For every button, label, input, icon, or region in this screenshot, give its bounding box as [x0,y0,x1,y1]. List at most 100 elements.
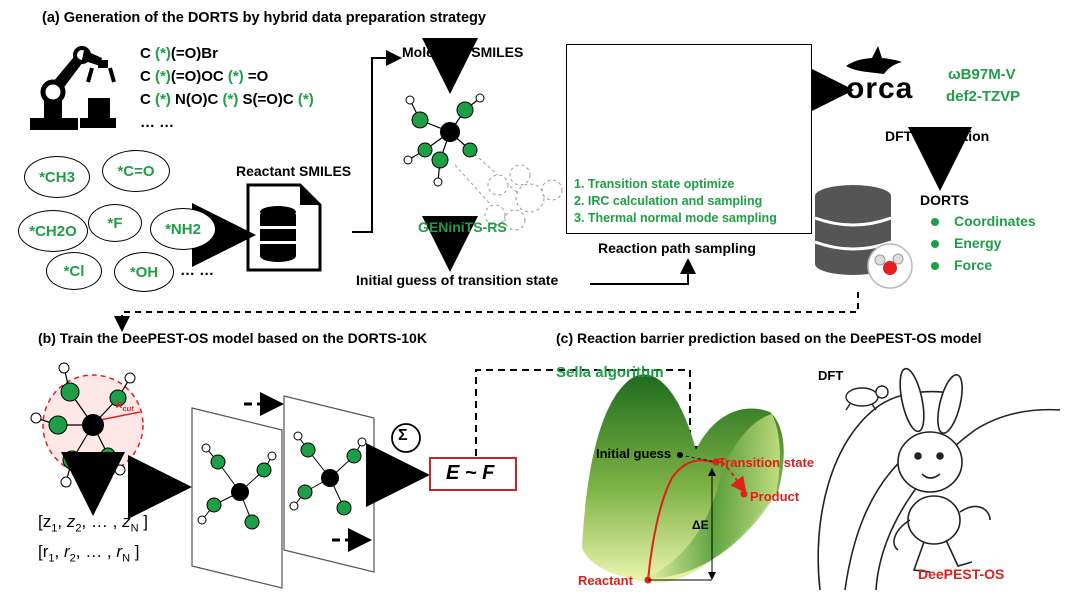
dorts-database-icon [814,185,913,289]
transition-state-dot [712,458,720,466]
molecular-smiles-label: Molecular SMILES [402,44,524,60]
fragment-oh: *OH [114,252,174,292]
ef-label: E ~ F [446,462,495,484]
fragment-label: *C=O [117,162,155,180]
panel-c-title: (c) Reaction barrier prediction based on… [556,330,982,346]
transition-state-label: Transition state [718,455,815,470]
sampling-step-1: 1. Transition state optimize [574,177,735,191]
smiles-text: S(=O)C [238,91,298,108]
initial-guess-dot [677,452,683,458]
sampling-steps: 1. Transition state optimize 2. IRC calc… [574,176,777,227]
sampling-step-2: 2. IRC calculation and sampling [574,194,763,208]
fragment-f: *F [88,204,142,242]
fragment-label: *OH [129,263,159,281]
ef-box [429,457,517,491]
fragment-label: *NH2 [165,220,201,238]
smiles-line-3: C (*) N(O)C (*) S(=O)C (*) [140,88,314,111]
xtb-x-label: x [591,66,598,78]
cutoff-sphere [30,362,144,488]
fragment-label: *CH2O [29,222,77,240]
initial-guess-label: Initial guess of transition state [356,272,559,288]
path-to-product [721,461,747,494]
fragment-ch3: *CH3 [24,156,90,198]
reaction-path-sampling-label: Reaction path sampling [598,240,756,256]
robot-arm-icon [30,46,116,130]
arrow-ef-to-surface [475,369,698,462]
smiles-wildcard: (*) [155,68,171,85]
reactant-label: Reactant [578,573,633,588]
initial-guess-point-label: Initial guess [596,446,672,461]
fragment-cl: *Cl [46,252,102,290]
smiles-text: N(O)C [170,91,223,108]
r-vector-open: [r [38,542,49,561]
dft-calculation-label: DFT calculation [885,128,990,144]
delta-e-label: ΔE [692,518,709,532]
functional-label: ωB97M-V [948,66,1016,83]
rcut-r: R [116,400,123,410]
smiles-line-2: C (*)(=O)OC (*) =O [140,65,314,88]
sella-label: Sella algorithm [556,364,664,381]
dorts-label: DORTS [920,192,969,208]
dorts-item-coordinates: Coordinates [954,213,1036,229]
dorts-item-force: Force [954,257,993,273]
xtb-tb-label: TB [611,55,630,71]
smiles-ellipsis: … … [140,114,175,131]
guess-to-ts-link [679,454,717,463]
z-vector: [z1, z2, … , zN ] [38,512,148,535]
panel-b-title: (b) Train the DeePEST-OS model based on … [38,330,427,346]
reaction-path-curve [647,459,722,581]
smiles-text: C [140,91,155,108]
z-vector-open: [z [38,512,52,531]
sampling-step-3: 3. Thermal normal mode sampling [574,211,777,225]
smiles-wildcard: (*) [227,68,244,85]
rabbit-icon [893,367,991,573]
dorts-bullets [931,218,939,270]
basis-label: def2-TZVP [946,88,1021,105]
panel-a-title: (a) Generation of the DORTS by hybrid da… [42,10,486,26]
arrow-db-to-molecular [352,50,402,233]
dft-label: DFT [818,368,844,383]
graph-layer-front [191,407,283,589]
smiles-text: =O [243,68,269,85]
smiles-text: (=O)OC [170,68,228,85]
smiles-text: (=O)Br [170,45,218,62]
product-dot [740,490,748,498]
orca-logo-text: orca [846,72,914,105]
smiles-wildcard: (*) [155,45,171,62]
fragment-co: *C=O [102,150,170,192]
smiles-wildcard: (*) [222,91,239,108]
potential-energy-surface [582,374,784,583]
smiles-text: C [140,68,155,85]
smiles-text: C [140,45,155,62]
reactant-smiles-label: Reactant SMILES [236,163,352,179]
fragment-nh2: *NH2 [150,208,216,250]
sigma-symbol: Σ [398,427,408,444]
geniniTS-label: GENiniTS-RS [418,219,507,235]
smiles-wildcard: (*) [155,91,171,108]
rcut-sub: cut [122,403,134,413]
r-vector: [r1, r2, … , rN ] [38,542,140,565]
fragment-label: *Cl [63,262,85,280]
deepest-os-label: DeePEST-OS [918,566,1005,582]
dorts-item-energy: Energy [954,235,1002,251]
orca-whale-icon [846,46,902,74]
fragments-ellipsis: … … [180,262,215,279]
database-document-icon [246,183,322,272]
turtle-icon [845,385,889,411]
arrow-initial-to-sampling [590,258,696,285]
fragment-label: *CH3 [39,168,75,186]
graph-layer-back [283,395,375,573]
rcut-label: Rcut [116,400,134,413]
product-label: Product [750,489,800,504]
molecule-graph [403,93,563,231]
smiles-list: C (*)(=O)Br C (*)(=O)OC (*) =O C (*) N(O… [140,42,314,134]
fragment-label: *F [107,214,123,232]
cartoon-hill-icon [817,390,1061,591]
smiles-line-1: C (*)(=O)Br [140,42,314,65]
arrow-dorts-to-training [114,292,859,332]
reaction-path-box [566,44,812,234]
fragment-ch2o: *CH2O [18,210,88,252]
smiles-wildcard: (*) [297,91,314,108]
